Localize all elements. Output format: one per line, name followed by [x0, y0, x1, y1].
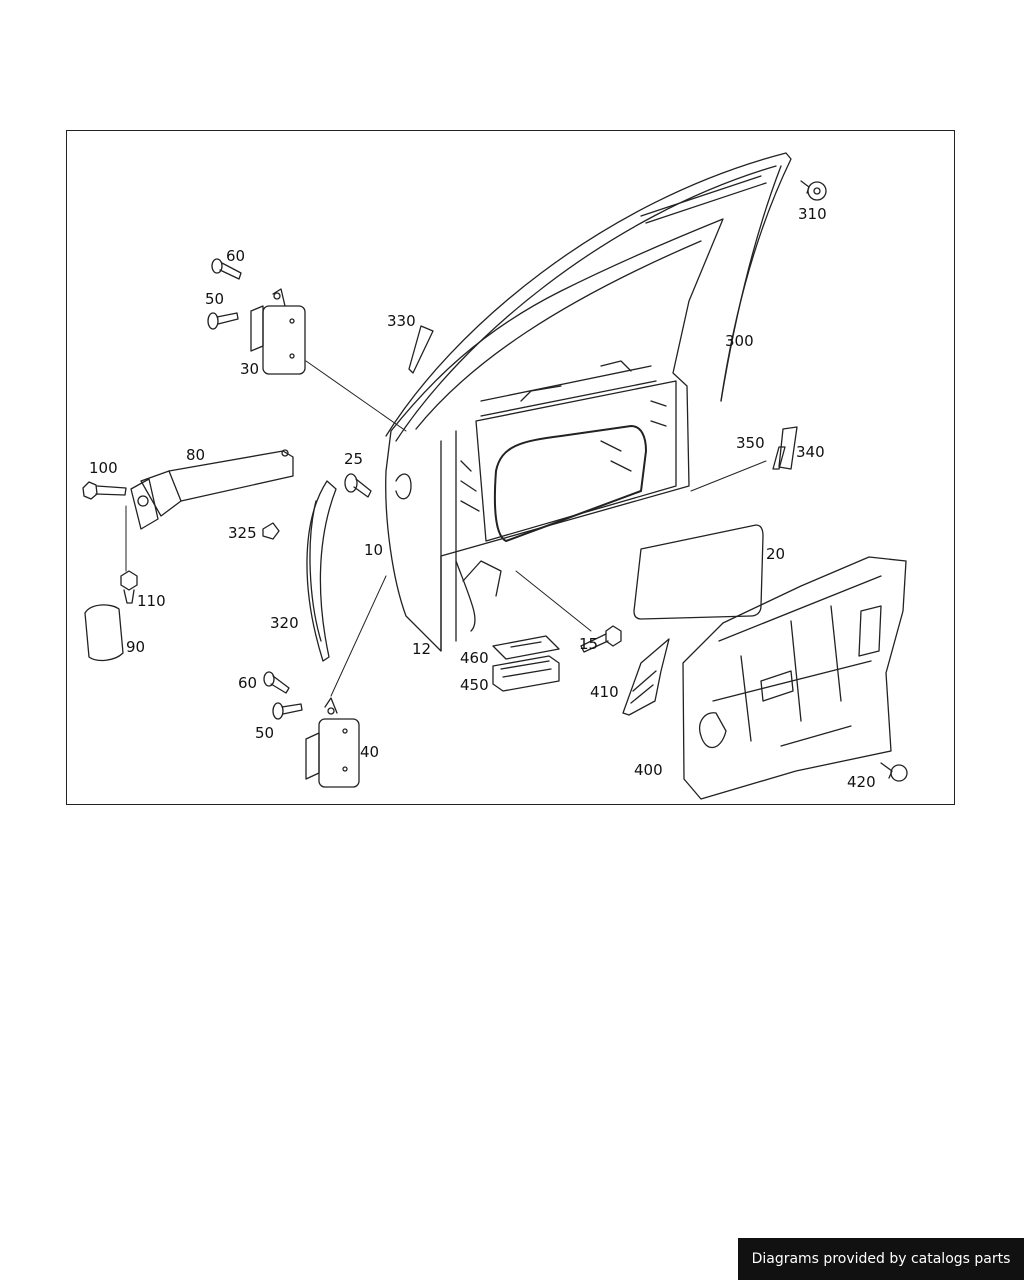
- door-seal-320[interactable]: [306, 480, 337, 662]
- cover-cap-90[interactable]: [84, 604, 124, 662]
- part-label-50[interactable]: 50: [205, 290, 225, 308]
- clip-420[interactable]: [880, 762, 908, 782]
- part-label-60[interactable]: 60: [226, 247, 246, 265]
- part-label-80[interactable]: 80: [186, 446, 206, 464]
- part-label-350[interactable]: 350: [736, 434, 765, 452]
- bolt-110[interactable]: [120, 570, 138, 604]
- part-label-15[interactable]: 15: [579, 635, 599, 653]
- bolt-15[interactable]: [580, 625, 622, 653]
- exploded-door-diagram: [82, 152, 908, 800]
- part-label-12[interactable]: 12: [412, 640, 432, 658]
- part-label-20[interactable]: 20: [766, 545, 786, 563]
- part-label-310[interactable]: 310: [798, 205, 827, 223]
- trim-piece-340[interactable]: [778, 426, 798, 470]
- trim-strip-330[interactable]: [408, 325, 434, 374]
- door-shell-10[interactable]: [385, 218, 724, 652]
- part-label-25[interactable]: 25: [344, 450, 364, 468]
- insulator-450[interactable]: [492, 655, 560, 692]
- part-label-60[interactable]: 60: [238, 674, 258, 692]
- part-label-460[interactable]: 460: [460, 649, 489, 667]
- door-check-arm-80[interactable]: [130, 449, 294, 530]
- upper-hinge-30[interactable]: [250, 288, 306, 375]
- bracket-410[interactable]: [622, 638, 670, 716]
- bolt-60-upper[interactable]: [211, 258, 242, 280]
- bolt-50-lower[interactable]: [272, 702, 303, 720]
- pad-460[interactable]: [492, 635, 560, 660]
- lower-hinge-40[interactable]: [305, 697, 360, 788]
- clip-310[interactable]: [800, 180, 827, 201]
- leader-lines: [125, 360, 767, 697]
- inner-panel-400[interactable]: [682, 556, 907, 800]
- vapor-barrier-20[interactable]: [633, 524, 764, 620]
- part-label-50[interactable]: 50: [255, 724, 275, 742]
- bolt-50-upper[interactable]: [207, 312, 239, 330]
- bolt-100[interactable]: [82, 481, 127, 500]
- part-label-30[interactable]: 30: [240, 360, 260, 378]
- trim-piece-350[interactable]: [772, 446, 786, 470]
- part-label-40[interactable]: 40: [360, 743, 380, 761]
- bolt-60-lower[interactable]: [263, 671, 290, 694]
- part-label-90[interactable]: 90: [126, 638, 146, 656]
- part-label-330[interactable]: 330: [387, 312, 416, 330]
- credit-banner: Diagrams provided by catalogs parts: [738, 1238, 1024, 1280]
- bolt-25[interactable]: [344, 473, 372, 498]
- part-label-100[interactable]: 100: [89, 459, 118, 477]
- part-label-320[interactable]: 320: [270, 614, 299, 632]
- part-label-325[interactable]: 325: [228, 524, 257, 542]
- credit-text: Diagrams provided by catalogs parts: [751, 1251, 1011, 1267]
- part-label-420[interactable]: 420: [847, 773, 876, 791]
- part-label-110[interactable]: 110: [137, 592, 166, 610]
- part-label-340[interactable]: 340: [796, 443, 825, 461]
- diagram-frame: 310 60 50 330 300 30 350 340 80 100 25 3…: [66, 130, 955, 805]
- part-label-10[interactable]: 10: [364, 541, 384, 559]
- door-glass-run-300: [385, 152, 792, 442]
- part-label-300[interactable]: 300: [725, 332, 754, 350]
- part-label-400[interactable]: 400: [634, 761, 663, 779]
- part-label-410[interactable]: 410: [590, 683, 619, 701]
- part-label-450[interactable]: 450: [460, 676, 489, 694]
- clip-325[interactable]: [262, 522, 280, 540]
